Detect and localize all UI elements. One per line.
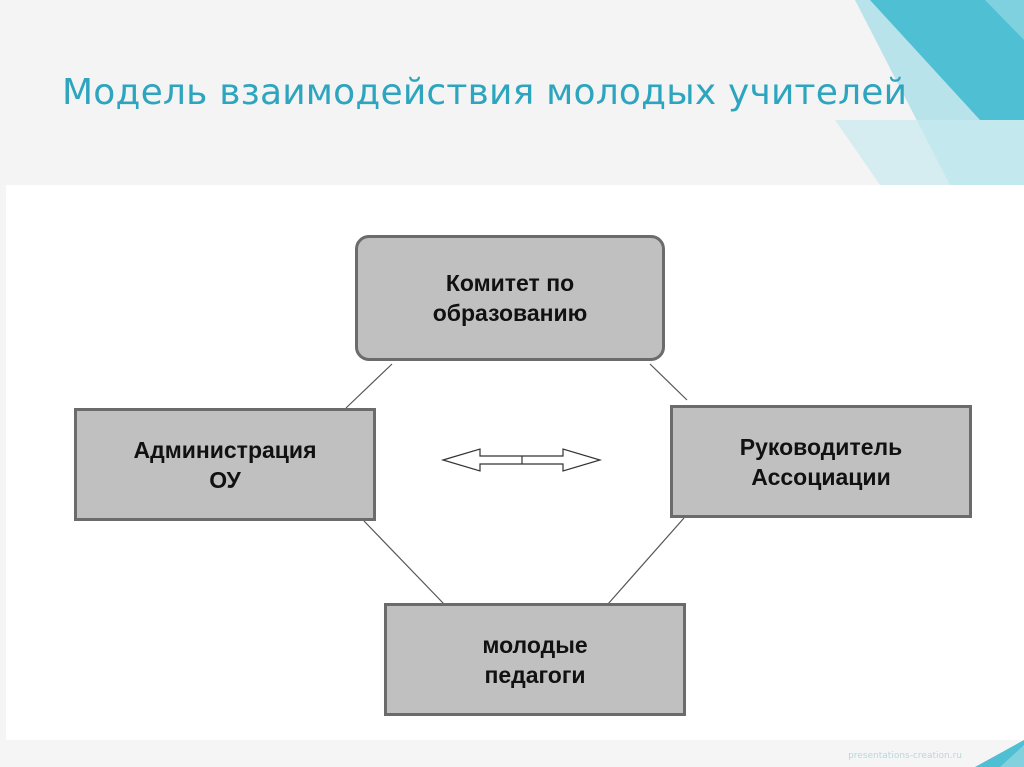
connector-committee-association [649,363,688,401]
node-association-head: Руководитель Ассоциации [670,405,972,518]
watermark: presentations-creation.ru [848,751,962,761]
connector-association-teachers [607,517,685,605]
connector-committee-administration [345,363,393,409]
slide-title: Модель взаимодействия молодых учителей [62,72,908,113]
node-committee: Комитет по образованию [355,235,665,361]
node-administration: Администрация ОУ [74,408,376,521]
connector-administration-teachers [363,520,445,605]
node-young-teachers: молодые педагоги [384,603,686,716]
